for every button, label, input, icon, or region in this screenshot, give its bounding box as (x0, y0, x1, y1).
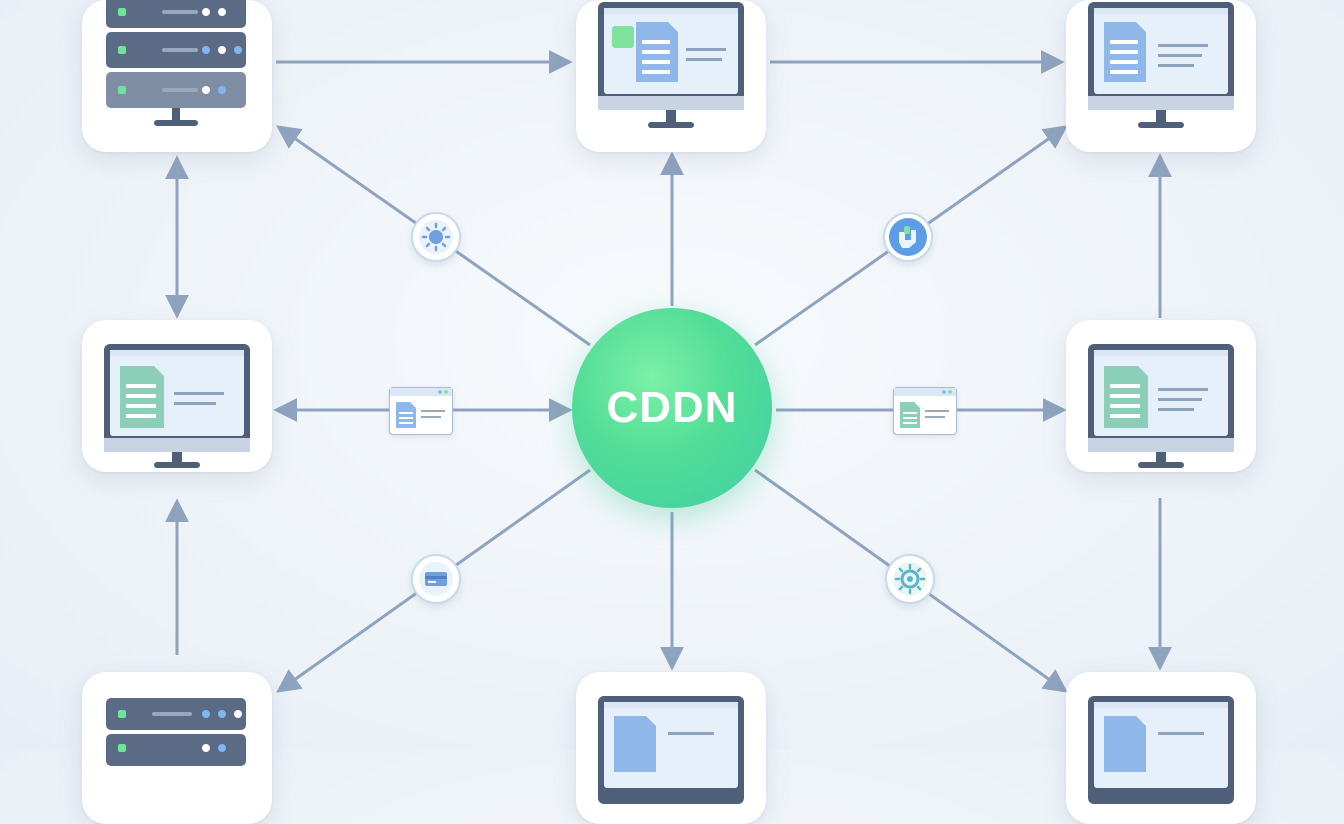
cdn-hub: CDDN (572, 308, 772, 508)
server-icon (106, 698, 246, 766)
monitor-node-bottom-center (576, 672, 766, 824)
monitor-node-mid-left (82, 320, 272, 472)
monitor-node-top-right (1066, 0, 1256, 152)
badge-lower-left (411, 554, 461, 604)
card-icon (419, 562, 453, 596)
monitor-node-mid-right (1066, 320, 1256, 472)
server-node-top-left (82, 0, 272, 152)
badge-lower-right (885, 554, 935, 604)
monitor-icon (1088, 2, 1234, 128)
monitor-node-bottom-right (1066, 672, 1256, 824)
monitor-icon (104, 344, 250, 468)
hub-label: CDDN (606, 383, 738, 432)
document-icon-right (893, 387, 957, 435)
gear-icon (419, 220, 453, 254)
server-icon (106, 0, 246, 126)
tool-icon (889, 218, 927, 256)
document-icon-left (389, 387, 453, 435)
cdn-diagram: CDDN (82, 0, 1256, 804)
badge-upper-left (411, 212, 461, 262)
monitor-icon (1088, 696, 1234, 804)
server-node-bottom-left (82, 672, 272, 824)
monitor-icon (598, 696, 744, 804)
monitor-icon (598, 2, 744, 128)
monitor-node-top-center (576, 0, 766, 152)
monitor-icon (1088, 344, 1234, 468)
badge-upper-right (883, 212, 933, 262)
gear-icon (893, 562, 927, 596)
